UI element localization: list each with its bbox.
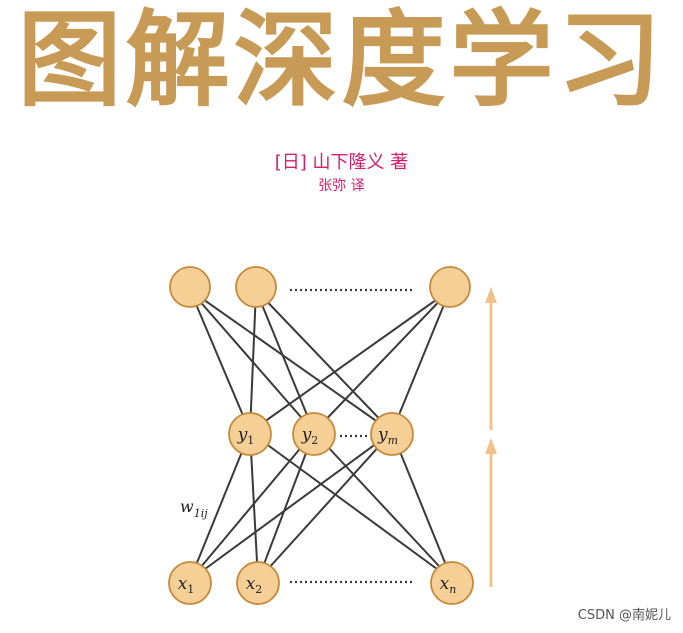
- hidden-node-2-label: y2: [301, 425, 319, 447]
- hidden-node-2: [292, 412, 336, 456]
- hidden-input-connections: [189, 431, 453, 581]
- output-node: [429, 266, 471, 308]
- hidden-node-m: [370, 412, 414, 456]
- arrow-up-icon: [485, 287, 497, 303]
- hidden-node-1-label: y1: [237, 425, 255, 447]
- input-node-1: [168, 561, 212, 605]
- input-node-1-label: x1: [178, 574, 195, 596]
- weight-label: w1ij: [180, 497, 208, 520]
- ellipsis-dots: [290, 288, 415, 584]
- input-node-2: [236, 561, 280, 605]
- hidden-node-m-label: ym: [377, 425, 398, 447]
- output-node: [169, 266, 211, 308]
- translator-credit: 张弥 译: [318, 178, 365, 194]
- hidden-layer: [228, 412, 414, 456]
- forward-arrows: [485, 287, 497, 587]
- input-node-n-label: xn: [440, 574, 457, 596]
- output-hidden-connections: [189, 289, 451, 433]
- input-layer: [168, 561, 474, 605]
- output-node: [235, 266, 277, 308]
- author-credit: [日] 山下隆义 著: [274, 152, 409, 173]
- input-node-n: [430, 561, 474, 605]
- arrow-up-icon: [485, 438, 497, 454]
- book-title: 图解深度学习: [17, 0, 666, 121]
- watermark: CSDN @南妮儿: [577, 608, 671, 623]
- input-node-2-label: x2: [246, 574, 263, 596]
- output-layer: [169, 266, 471, 308]
- hidden-node-1: [228, 412, 272, 456]
